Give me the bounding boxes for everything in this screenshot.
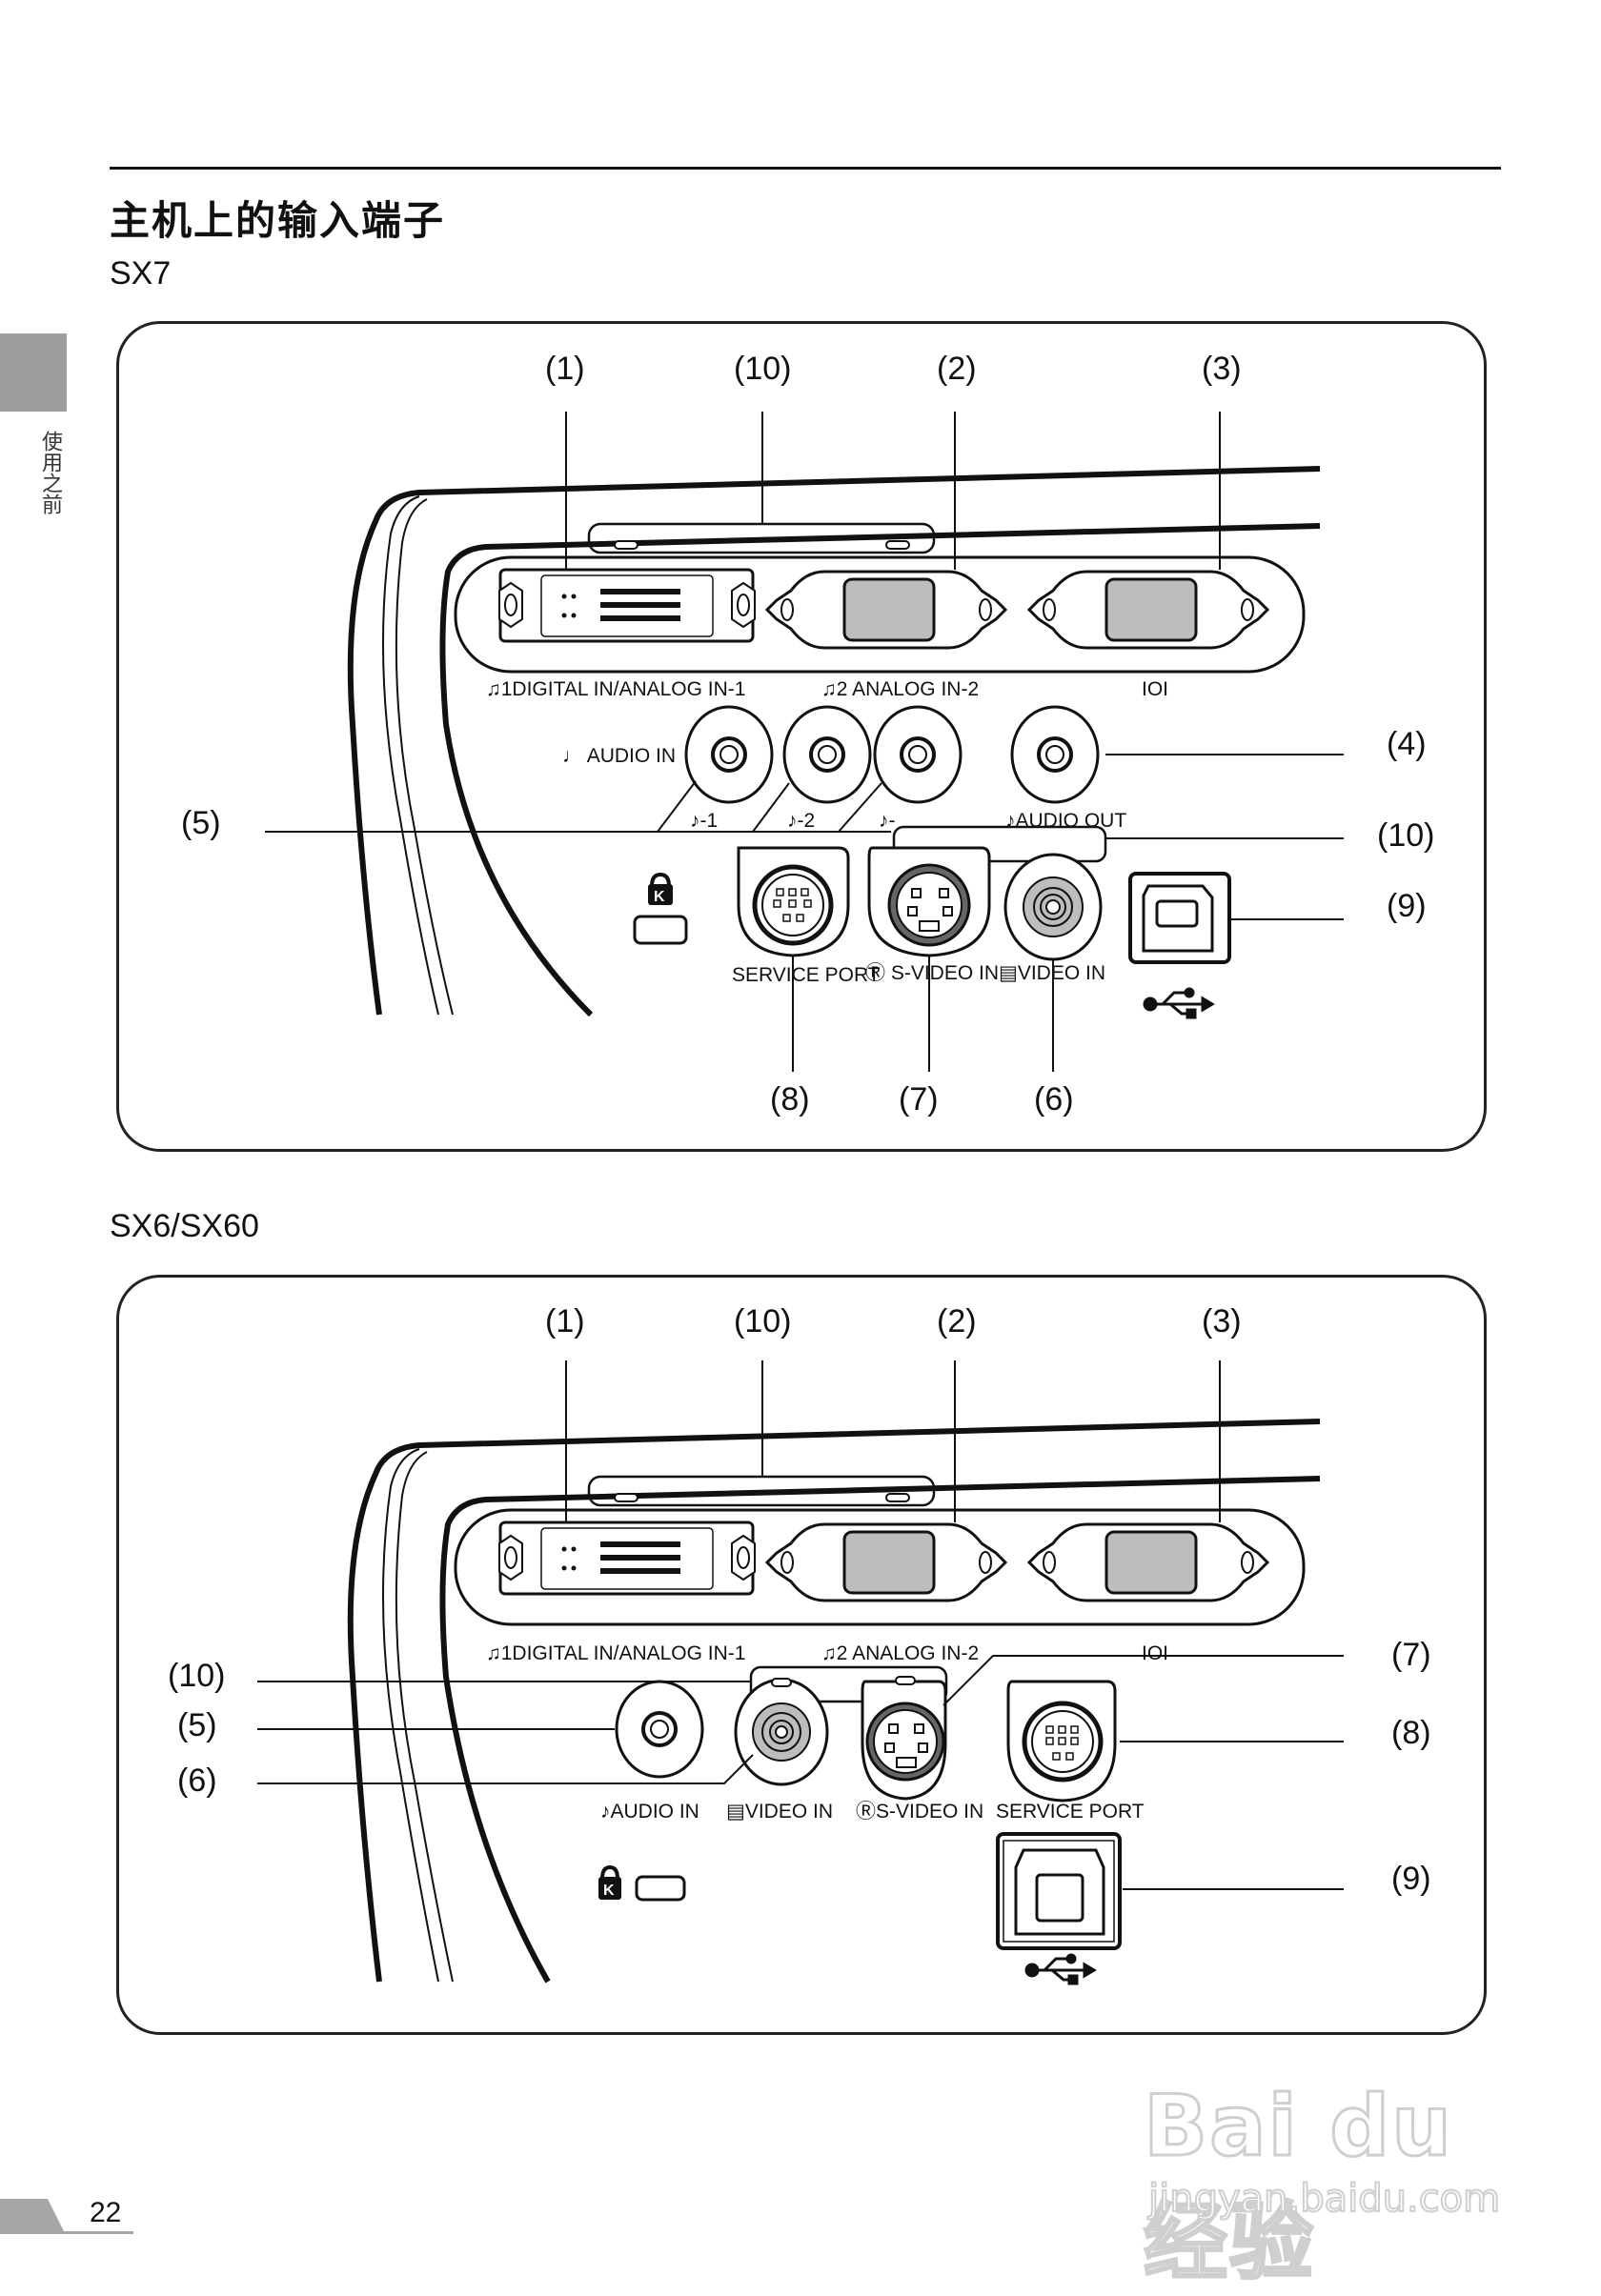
- s-video-port-sx7: [867, 846, 991, 957]
- dvi-port: [498, 1521, 756, 1596]
- callout-5: (5): [181, 805, 221, 841]
- callout-lines-top: [565, 1360, 1221, 1522]
- model-heading-sx6-sx60: SX6/SX60: [110, 1208, 259, 1244]
- side-tab-label: 使用之前: [38, 431, 62, 514]
- projector-body-outline: [347, 466, 1321, 1017]
- dvi-port: [498, 568, 756, 643]
- callout-line-6: [257, 1754, 754, 1784]
- page-number: 22: [90, 2197, 122, 2228]
- callout-6: (6): [1034, 1081, 1074, 1118]
- callout-10b: (10): [168, 1658, 225, 1694]
- indicator-lamp: [885, 1493, 910, 1502]
- label-video-in: ▤VIDEO IN: [726, 1801, 833, 1823]
- svg-text:K: K: [603, 1883, 615, 1899]
- label-s-video-in: Ⓡ S-VIDEO IN: [865, 962, 999, 984]
- svg-text:K: K: [654, 889, 665, 905]
- diagram-panel-sx7: [116, 321, 1487, 1152]
- indicator-bracket-left: [749, 1665, 948, 1703]
- monitor-out-icon: IOI: [1142, 1642, 1168, 1664]
- callout-8: (8): [770, 1081, 810, 1118]
- model-heading-sx7: SX7: [110, 255, 172, 292]
- indicator-bracket-right: [892, 825, 1107, 863]
- callout-10: (10): [734, 351, 791, 387]
- usb-b-port-sx6: [996, 1832, 1122, 1950]
- callout-lines-bottom: [792, 956, 1054, 1072]
- s-video-port-sx6: [861, 1676, 947, 1801]
- label-digital-in: ♫1DIGITAL IN/ANALOG IN-1: [486, 1642, 745, 1664]
- vga-port-analog-in-2: [764, 570, 1008, 650]
- callout-1: (1): [545, 351, 585, 387]
- usb-b-port-sx7: [1128, 872, 1231, 964]
- label-audio-2: ♪-2: [787, 810, 815, 832]
- projector-body-outline: [347, 1419, 1321, 1984]
- callout-9: (9): [1387, 888, 1427, 924]
- label-audio-1: ♪-1: [690, 810, 718, 832]
- kensington-lock-icon: K: [598, 1864, 686, 1902]
- vga-port-monitor-out: [1026, 1522, 1270, 1602]
- indicator-lamp: [614, 540, 638, 550]
- vga-port-analog-in-2: [764, 1522, 1008, 1602]
- indicator-lamp: [885, 540, 910, 550]
- kensington-lock-icon: K: [633, 872, 688, 945]
- callout-3: (3): [1202, 1303, 1242, 1339]
- audio-jacks-sx7: [684, 705, 1100, 804]
- callout-2: (2): [937, 351, 977, 387]
- callout-10b: (10): [1377, 817, 1434, 854]
- diagram-panel-sx6-sx60: [116, 1275, 1487, 2035]
- callout-4: (4): [1387, 726, 1427, 762]
- label-service-port: SERVICE PORT: [996, 1801, 1145, 1823]
- page-number-underline: [0, 2231, 133, 2234]
- video-in-port-sx7: [1003, 853, 1103, 961]
- service-port-sx7: [737, 846, 850, 957]
- service-port-sx6: [1006, 1680, 1117, 1803]
- callout-1: (1): [545, 1303, 585, 1339]
- usb-icon: [1143, 987, 1215, 1019]
- callout-5: (5): [177, 1707, 217, 1743]
- callout-2: (2): [937, 1303, 977, 1339]
- callout-6: (6): [177, 1762, 217, 1799]
- label-service-port: SERVICE PORT: [732, 964, 881, 986]
- monitor-out-icon: IOI: [1142, 678, 1168, 700]
- baidu-watermark: Bai du 经验 jingyan.baidu.com: [1143, 2048, 1515, 2293]
- callout-8: (8): [1391, 1715, 1431, 1751]
- indicator-lamp: [614, 1493, 638, 1502]
- callout-10: (10): [734, 1303, 791, 1339]
- audio-in-jack-sx6: [615, 1680, 704, 1779]
- label-audio-in: ♩ AUDIO IN: [562, 745, 676, 767]
- label-analog-in-2: ♫2 ANALOG IN-2: [821, 1642, 979, 1664]
- label-s-video-in: ⓇS-VIDEO IN: [856, 1801, 983, 1823]
- label-digital-in: ♫1DIGITAL IN/ANALOG IN-1: [486, 678, 745, 700]
- label-audio-in: ♪AUDIO IN: [600, 1801, 699, 1823]
- watermark-url: jingyan.baidu.com: [1147, 2176, 1501, 2222]
- callout-7: (7): [1391, 1637, 1431, 1673]
- label-analog-in-2: ♫2 ANALOG IN-2: [821, 678, 979, 700]
- side-tab-marker: [0, 333, 67, 412]
- callout-3: (3): [1202, 351, 1242, 387]
- top-rule: [110, 167, 1501, 170]
- video-in-port-sx6: [734, 1678, 829, 1786]
- callout-9: (9): [1391, 1861, 1431, 1897]
- callout-line-7: [942, 1655, 1344, 1706]
- label-audio-svideo: ♪-: [879, 810, 896, 832]
- callout-lines-top: [565, 412, 1221, 570]
- callout-7: (7): [899, 1081, 939, 1118]
- vga-port-monitor-out: [1026, 570, 1270, 650]
- usb-icon: [1024, 1953, 1097, 1985]
- section-title: 主机上的输入端子: [110, 197, 446, 244]
